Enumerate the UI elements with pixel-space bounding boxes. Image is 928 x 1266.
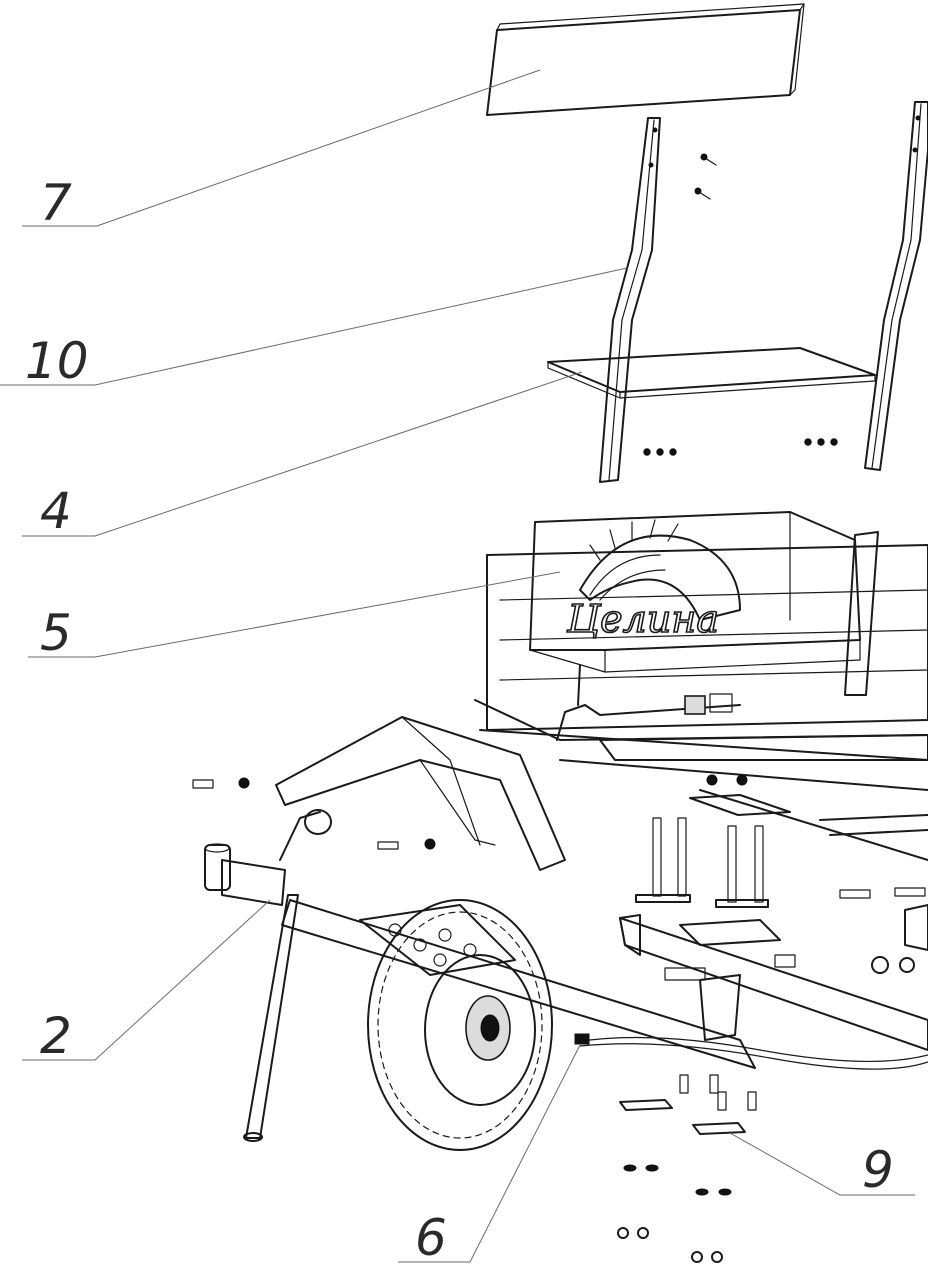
logo-emblem: Целина xyxy=(565,519,741,642)
trailer-body xyxy=(474,544,928,861)
logo-text: Целина xyxy=(566,597,719,641)
bracket-lower xyxy=(664,954,796,1041)
callout-6: 6 xyxy=(415,1209,447,1266)
lower-fasteners xyxy=(617,1074,757,1263)
bolts-fender xyxy=(192,777,436,850)
fender xyxy=(275,716,566,871)
callout-labels: 7 10 4 5 2 6 9 xyxy=(25,174,894,1266)
part-top-panel xyxy=(486,3,805,116)
callout-4: 4 xyxy=(40,482,72,540)
stanchion-right xyxy=(844,531,879,696)
latch xyxy=(556,664,741,741)
leader-lines xyxy=(0,69,915,1263)
part-post-left xyxy=(599,117,661,483)
callout-9: 9 xyxy=(862,1141,894,1199)
screws-top xyxy=(694,153,717,200)
part-seat-box: Целина xyxy=(529,511,861,673)
part-shelf xyxy=(547,347,876,399)
u-bolts xyxy=(635,774,791,946)
callout-2: 2 xyxy=(40,1007,72,1065)
part-wire xyxy=(574,1033,928,1070)
part-hitch xyxy=(204,843,286,906)
bolts-right xyxy=(839,887,928,974)
nuts-row xyxy=(643,438,838,456)
part-post-right xyxy=(864,101,928,471)
jack-stand xyxy=(243,809,332,1142)
wheel xyxy=(367,899,553,1151)
drawbar-frame xyxy=(281,899,928,1069)
callout-5: 5 xyxy=(40,604,72,662)
callout-7: 7 xyxy=(40,174,72,232)
callout-10: 10 xyxy=(25,332,89,390)
